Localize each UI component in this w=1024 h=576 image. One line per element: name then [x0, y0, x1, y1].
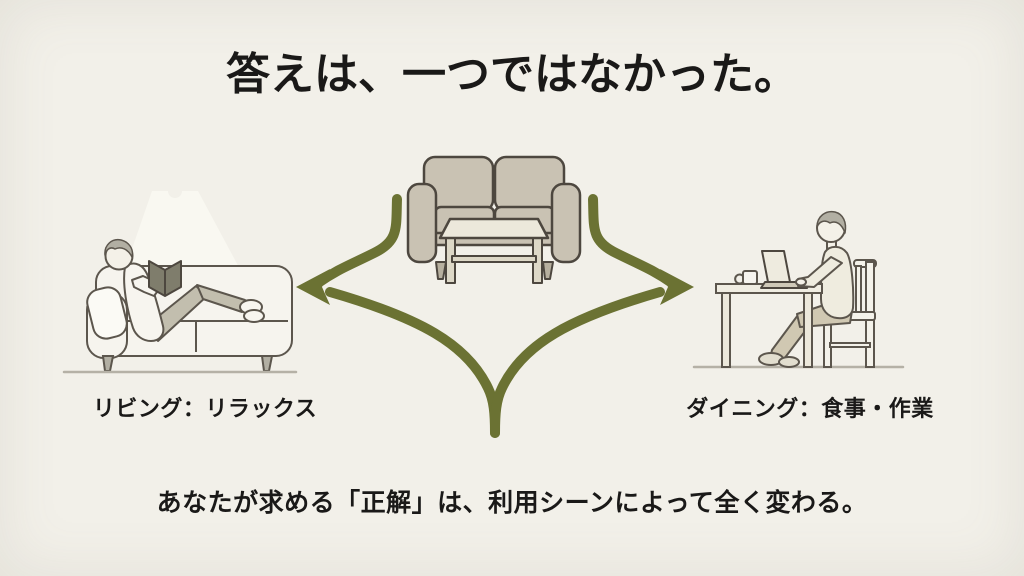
branching-arrows — [296, 194, 694, 438]
book-icon — [148, 260, 182, 297]
coffee-mug-icon — [734, 270, 758, 285]
dining-scene-label: ダイニング：食事・作業 — [686, 396, 934, 421]
center-sofa-illustration — [406, 155, 582, 284]
conclusion-text: あなたが求める「正解」は、利用シーンによって全く変わる。 — [156, 489, 868, 517]
pillow-icon — [86, 286, 128, 340]
arrow-branch-right — [490, 287, 665, 438]
living-scene-label: リビング：リラックス — [92, 396, 318, 421]
arrow-curve-top-left — [313, 194, 402, 288]
person-torso — [820, 245, 855, 320]
dining-scene-illustration — [692, 210, 905, 369]
coffee-table-icon — [438, 217, 550, 284]
page-title: 答えは、一つではなかった。 — [226, 50, 798, 99]
arrow-curve-top-right — [588, 194, 677, 288]
person-arm — [795, 256, 843, 288]
reading-person — [104, 238, 265, 342]
living-scene-illustration — [62, 184, 298, 374]
arrowhead-right-icon — [660, 269, 694, 305]
arrowhead-left-icon — [296, 269, 330, 305]
person-hair — [816, 210, 847, 234]
person-shoe — [778, 356, 800, 368]
person-sock — [243, 309, 265, 323]
sofa-icon — [406, 155, 582, 280]
person-hair — [104, 238, 134, 258]
